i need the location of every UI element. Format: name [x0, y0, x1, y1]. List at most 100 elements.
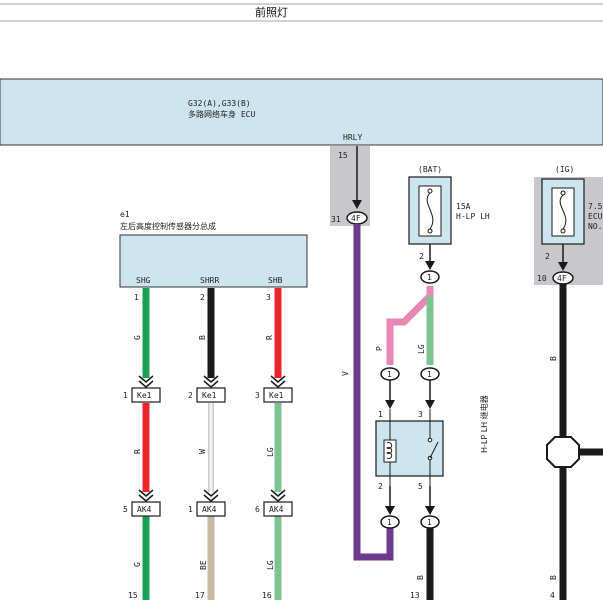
bottom-pin: 4 [550, 591, 555, 600]
violet-wire [353, 224, 394, 561]
fuse-terminal [427, 228, 433, 234]
wire-label-b: B [549, 575, 558, 580]
connector-label: AK4 [137, 505, 152, 514]
relay-conn-label: 1 [427, 370, 432, 379]
relay-coil [383, 439, 397, 463]
connector-ak4 [196, 501, 226, 517]
relay-name: H-LP LH 继电器 [479, 395, 489, 453]
wire-label-p: P [375, 346, 384, 351]
connector-pin: 1 [188, 505, 193, 514]
arrow-icon [352, 200, 362, 209]
connector-pin: 1 [123, 391, 128, 400]
arrow-icon [558, 262, 568, 271]
connector-ke1 [131, 387, 161, 403]
sensor-pin-name: SHB [268, 276, 283, 285]
wire-label-lg: LG [417, 344, 426, 354]
wire-label: R [133, 449, 142, 454]
bottom-pin: 16 [262, 591, 272, 600]
fuse-source: (IG) [555, 165, 574, 174]
connector-pin: 6 [255, 505, 260, 514]
wire-label: LG [266, 447, 275, 457]
wire-label: G [133, 562, 142, 567]
ecu-connector-label: 4F [351, 214, 361, 223]
junction-label: 1 [427, 273, 432, 282]
sensor-pin-num: 2 [200, 293, 205, 302]
switch-icon [429, 441, 439, 459]
ecu-name: 多路网络车身 ECU [188, 109, 255, 119]
sensor-name: 左后高度控制传感器分总成 [120, 221, 216, 231]
fuse-bat-inner [418, 185, 442, 237]
wire-label: G [133, 335, 142, 340]
ecu-code: G32(A),G33(B) [188, 99, 251, 108]
fuse-rating: 15A [456, 202, 471, 211]
connector-ak4 [263, 501, 293, 517]
sensor-pin-name: SHRR [200, 276, 219, 285]
fuse-name: NO. [588, 222, 602, 231]
bottom-pin: 13 [410, 591, 420, 600]
wire-label: R [265, 335, 274, 340]
relay-conn-label: 1 [387, 370, 392, 379]
bottom-pin: 17 [195, 591, 205, 600]
relay-pin: 3 [418, 410, 423, 419]
pink-wire [386, 286, 434, 365]
wire-label-b: B [549, 356, 558, 361]
connector-pin: 3 [255, 391, 260, 400]
sensor-code: e1 [120, 210, 130, 219]
ig-connector-label: 4F [557, 274, 567, 283]
fuse-name: H-LP LH [456, 212, 490, 221]
relay-pin: 5 [418, 482, 423, 491]
fuse-name: ECU [588, 212, 603, 221]
connector-pin: 5 [123, 505, 128, 514]
relay-pin: 2 [378, 482, 383, 491]
arrow-icon [425, 506, 435, 515]
relay-conn-label: 1 [387, 518, 392, 527]
arrow-icon [425, 261, 435, 270]
wire-label-v: V [341, 371, 350, 376]
relay-pin: 1 [378, 410, 383, 419]
fuse-source: (BAT) [418, 165, 442, 174]
switch-contact [427, 437, 433, 443]
fuse-pin: 2 [545, 252, 550, 261]
fuse-terminal [560, 190, 566, 196]
arrow-icon [385, 400, 395, 409]
wire-label: W [198, 449, 207, 454]
arrow-icon [385, 506, 395, 515]
coil-icon [386, 442, 393, 459]
bottom-pin: 15 [128, 591, 138, 600]
fuse-pin: 2 [419, 252, 424, 261]
connector-ak4 [131, 501, 161, 517]
ecu-panel [0, 78, 603, 146]
chevron-down-icon [138, 375, 286, 502]
connector-ke1 [196, 387, 226, 403]
wire-label: B [198, 335, 207, 340]
fuse-icon [426, 192, 434, 230]
ig-connector-pin: 10 [537, 274, 547, 283]
sensor-pin-num: 3 [266, 293, 271, 302]
connector-pin: 2 [188, 391, 193, 400]
connector-label: AK4 [269, 505, 284, 514]
arrow-icon [425, 400, 435, 409]
connector-ke1 [263, 387, 293, 403]
page-title: 前照灯 [255, 5, 288, 19]
fuse-ig-inner [551, 187, 575, 237]
fuse-terminal [427, 188, 433, 194]
fuse-terminal [560, 228, 566, 234]
connector-label: AK4 [202, 505, 217, 514]
sensor-pin-num: 1 [134, 293, 139, 302]
wire-label-b: B [416, 575, 425, 580]
splice-point [546, 436, 580, 468]
wire-label: LG [266, 560, 275, 570]
connector-label: Ke1 [202, 391, 217, 400]
fuse-rating: 7.5 [588, 202, 603, 211]
relay-conn-label: 1 [427, 518, 432, 527]
sensor-pin-name: SHG [136, 276, 151, 285]
connector-label: Ke1 [137, 391, 152, 400]
relay-connector [380, 515, 400, 529]
fuse-icon [559, 194, 567, 230]
ecu-pin: 15 [338, 151, 348, 160]
wire-label: BE [199, 560, 208, 570]
junction-connector [420, 270, 440, 284]
ecu-terminal: HRLY [343, 133, 362, 142]
ecu-connector-pin: 31 [331, 215, 341, 224]
